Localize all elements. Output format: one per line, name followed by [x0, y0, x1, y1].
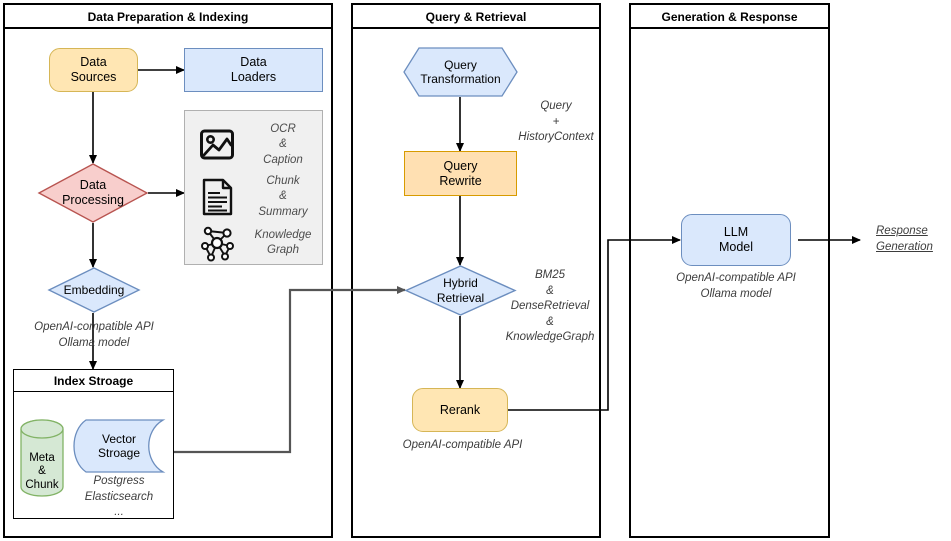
index-storage-title: Index Stroage	[14, 370, 173, 392]
node-data-processing[interactable]: Data Processing	[37, 163, 149, 223]
capability-row-kg: Knowledge Graph	[196, 221, 316, 265]
node-data-sources[interactable]: Data Sources	[49, 48, 138, 92]
node-embedding-label: Embedding	[63, 282, 125, 297]
document-icon	[196, 176, 238, 218]
diamond-shape	[47, 267, 141, 313]
node-meta-chunk[interactable]: Meta & Chunk	[20, 419, 64, 497]
knowledge-graph-icon	[196, 222, 238, 264]
note-response-generation: Response Generation	[876, 225, 933, 253]
cylinder-shape	[20, 419, 64, 497]
node-query-transformation[interactable]: Query Transformation	[403, 47, 518, 97]
node-hybrid-retrieval[interactable]: Hybrid Retrieval	[404, 265, 517, 316]
capability-label-ocr: OCR & Caption	[263, 123, 303, 166]
capability-row-ocr: OCR & Caption	[196, 121, 316, 169]
note-vector-backends: Postgress Elasticsearch ...	[84, 475, 154, 519]
image-icon	[196, 124, 238, 166]
node-vector-storage-label: Vector Stroage	[97, 431, 141, 460]
note-query-context: Query + HistoryContext	[518, 100, 594, 144]
node-query-rewrite[interactable]: Query Rewrite	[404, 151, 517, 196]
node-rerank[interactable]: Rerank	[412, 388, 508, 432]
panel-query-retrieval: Query & Retrieval	[351, 3, 601, 538]
note-retrieval-methods: BM25 & DenseRetrieval & KnowledgeGraph	[505, 269, 595, 344]
node-hybrid-retrieval-label: Hybrid Retrieval	[436, 276, 485, 305]
note-embedding-api: OpenAI-compatible API Ollama model	[34, 321, 154, 349]
capabilities-box: OCR & Caption Chunk & Summary	[184, 110, 323, 265]
node-data-loaders[interactable]: Data Loaders	[184, 48, 323, 92]
capability-label-kg: Knowledge Graph	[254, 228, 312, 256]
node-data-processing-label: Data Processing	[62, 178, 124, 207]
node-meta-chunk-label: Meta & Chunk	[25, 451, 59, 491]
node-query-transformation-label: Query Transformation	[420, 57, 501, 86]
panel-data-preparation: Data Preparation & Indexing	[3, 3, 333, 538]
panel-title-data-preparation: Data Preparation & Indexing	[5, 5, 331, 29]
diamond-shape	[404, 265, 517, 316]
node-vector-storage[interactable]: Vector Stroage	[73, 419, 166, 473]
node-llm-model[interactable]: LLM Model	[681, 214, 791, 266]
hexagon-shape	[403, 47, 518, 97]
panel-title-query-retrieval: Query & Retrieval	[353, 5, 599, 29]
note-rerank-api: OpenAI-compatible API	[402, 439, 523, 451]
capability-row-chunk: Chunk & Summary	[196, 173, 316, 221]
panel-title-generation-response: Generation & Response	[631, 5, 828, 29]
note-llm-api: OpenAI-compatible API Ollama model	[676, 272, 796, 300]
crescent-shape	[73, 419, 166, 473]
node-embedding[interactable]: Embedding	[47, 267, 141, 313]
diamond-shape	[37, 163, 149, 223]
capability-label-chunk: Chunk & Summary	[258, 175, 308, 218]
